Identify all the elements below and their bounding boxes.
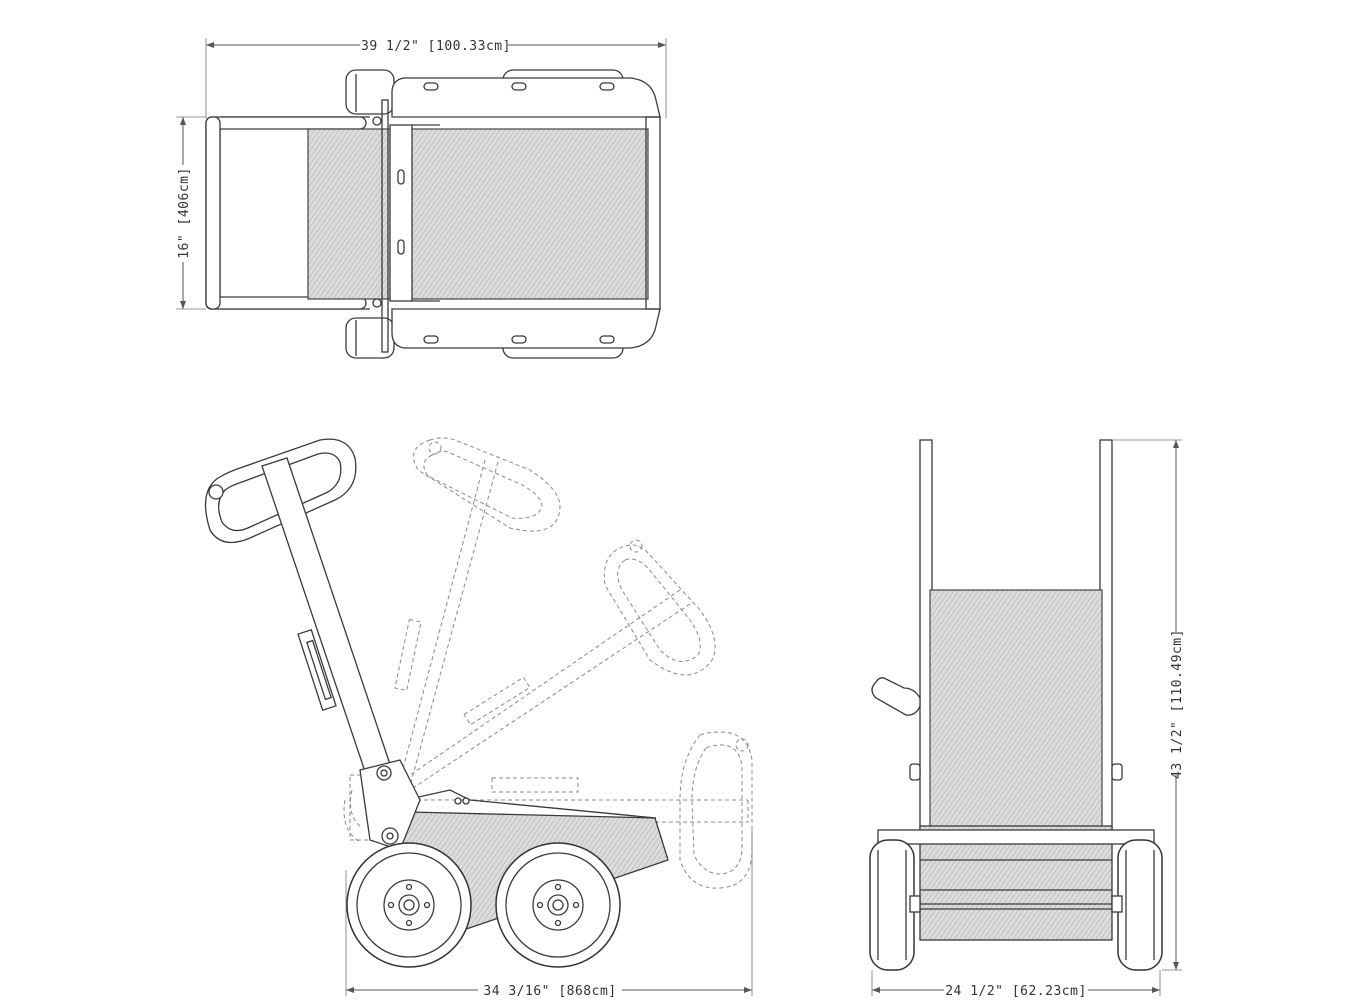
side-wheel-rear: [346, 842, 472, 968]
top-plate-slots: [423, 82, 615, 344]
front-wheel-right: [1111, 839, 1163, 971]
top-width-label: 39 1/2" [100.33cm]: [361, 39, 511, 54]
top-side-plate-lower: [391, 308, 661, 349]
top-depth-dimension: 16" [406cm]: [176, 116, 206, 310]
front-height-dimension: 43 1/2" [110.49cm]: [1112, 439, 1185, 971]
front-mesh-panel: [929, 589, 1103, 831]
top-width-dimension: 39 1/2" [100.33cm]: [205, 38, 667, 118]
top-side-plate-upper: [391, 77, 661, 118]
front-view: 43 1/2" [110.49cm] 24 1/2" [62.23cm]: [869, 439, 1185, 999]
side-length-label: 34 3/16" [868cm]: [483, 984, 616, 999]
side-length-dimension: 34 3/16" [868cm]: [345, 830, 753, 999]
front-height-label: 43 1/2" [110.49cm]: [1170, 629, 1185, 779]
top-depth-label: 16" [406cm]: [177, 167, 192, 259]
top-view: 39 1/2" [100.33cm] 16" [406cm]: [176, 38, 667, 359]
side-handle: [204, 438, 403, 811]
front-width-dimension: 24 1/2" [62.23cm]: [871, 970, 1161, 999]
front-handle-grip: [871, 677, 921, 716]
front-width-label: 24 1/2" [62.23cm]: [945, 984, 1087, 999]
side-view: 34 3/16" [868cm]: [204, 437, 753, 999]
front-wheel-left: [869, 839, 921, 971]
side-wheel-front: [495, 842, 621, 968]
top-mesh-bed: [307, 128, 649, 300]
front-base-body: [919, 825, 1113, 941]
